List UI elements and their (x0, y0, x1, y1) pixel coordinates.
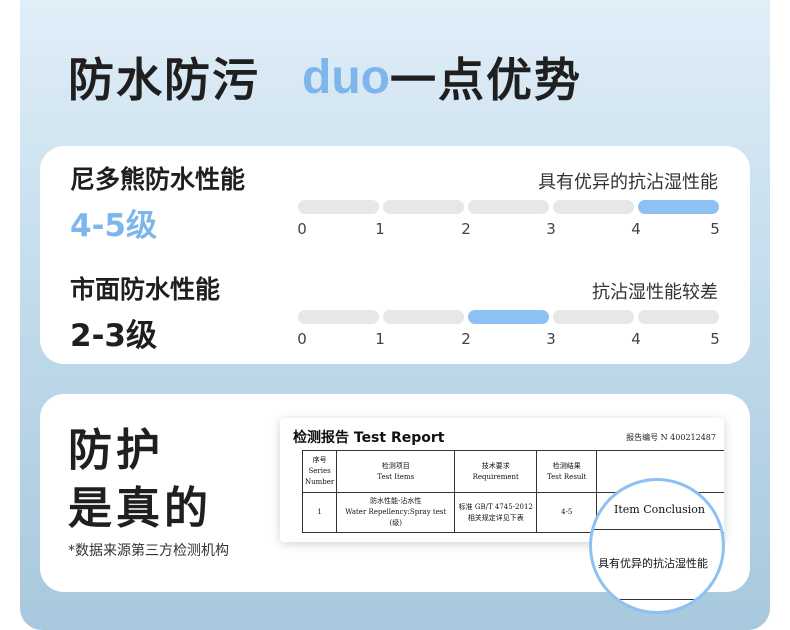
report-header-cell: 序号 Series Number (301, 450, 338, 493)
scale-segment-2 (383, 200, 464, 214)
report-header-row: 序号 Series Number 检测项目 Test Items 技术要求 Re… (301, 450, 724, 493)
report-data-row: 1 防水性能-沾水性 Water Repellency:Spray test (… (301, 492, 724, 533)
row-label: 市面防水性能 (70, 275, 221, 304)
report-header-cell: 检测项目 Test Items (336, 450, 456, 493)
report-cell: 标准 GB/T 4745-2012 相关规定详见下表 (454, 492, 538, 533)
rating-scale: 0 1 2 3 4 5 (297, 310, 720, 354)
proof-title: 防护 是真的 (68, 422, 212, 538)
scale-tick: 0 (297, 220, 307, 238)
proof-card: 防护 是真的 *数据来源第三方检测机构 检测报告 Test Report 报告编… (40, 394, 750, 614)
report-header-cell: 技术要求 Requirement (454, 450, 538, 493)
source-note: *数据来源第三方检测机构 (68, 543, 229, 559)
report-header-cell: 检测结果 Test Result (536, 450, 598, 493)
scale-tick: 0 (297, 330, 307, 348)
headline-part1: 防水防污 (68, 53, 260, 107)
report-table: 序号 Series Number 检测项目 Test Items 技术要求 Re… (301, 450, 724, 533)
scale-segment-4 (553, 200, 634, 214)
performance-card: 尼多熊防水性能 4-5级 具有优异的抗沾湿性能 0 1 2 3 4 5 市面防水… (40, 146, 750, 364)
proof-title-line1: 防护 (68, 425, 164, 476)
scale-tick: 2 (461, 220, 471, 238)
scale-tick: 5 (710, 220, 720, 238)
magnifier-rule (592, 599, 722, 600)
report-number: 报告编号 N 400212487 (626, 433, 716, 442)
scale-tick: 3 (546, 220, 556, 238)
performance-row-market: 市面防水性能 2-3级 抗沾湿性能较差 0 1 2 3 4 5 (40, 268, 750, 368)
scale-segment-5-highlight (638, 200, 719, 214)
brand-logo-text: duo (302, 50, 390, 104)
report-title: 检测报告 Test Report (293, 430, 445, 446)
scale-tick: 5 (710, 330, 720, 348)
report-cell: 防水性能-沾水性 Water Repellency:Spray test (级) (336, 492, 456, 533)
scale-segment-4 (553, 310, 634, 324)
row-grade: 2-3级 (70, 318, 158, 354)
scale-segment-1 (298, 200, 379, 214)
magnifier-callout: Item Conclusion 具有优异的抗沾湿性能 (589, 478, 725, 614)
scale-tick: 3 (546, 330, 556, 348)
scale-tick: 1 (375, 330, 385, 348)
headline-part2: 一点优势 (389, 53, 582, 107)
row-label: 尼多熊防水性能 (70, 165, 246, 194)
scale-tick: 1 (375, 220, 385, 238)
scale-segment-1 (298, 310, 379, 324)
report-cell: 4-5 (536, 492, 598, 533)
scale-tick: 4 (631, 330, 641, 348)
proof-title-line2: 是真的 (68, 483, 212, 534)
row-description: 抗沾湿性能较差 (592, 282, 718, 303)
magnifier-text: 具有优异的抗沾湿性能 (598, 557, 708, 570)
scale-segment-5 (638, 310, 719, 324)
scale-segment-3 (468, 200, 549, 214)
report-cell: 1 (301, 492, 338, 533)
scale-tick: 4 (631, 220, 641, 238)
scale-tick: 2 (461, 330, 471, 348)
scale-segment-2 (383, 310, 464, 324)
scale-segment-3-highlight (468, 310, 549, 324)
magnifier-rule (592, 529, 722, 530)
performance-row-ours: 尼多熊防水性能 4-5级 具有优异的抗沾湿性能 0 1 2 3 4 5 (40, 158, 750, 258)
row-description: 具有优异的抗沾湿性能 (538, 172, 718, 193)
rating-scale: 0 1 2 3 4 5 (297, 200, 720, 244)
magnifier-heading: Item Conclusion (614, 503, 705, 516)
row-grade: 4-5级 (70, 208, 158, 244)
